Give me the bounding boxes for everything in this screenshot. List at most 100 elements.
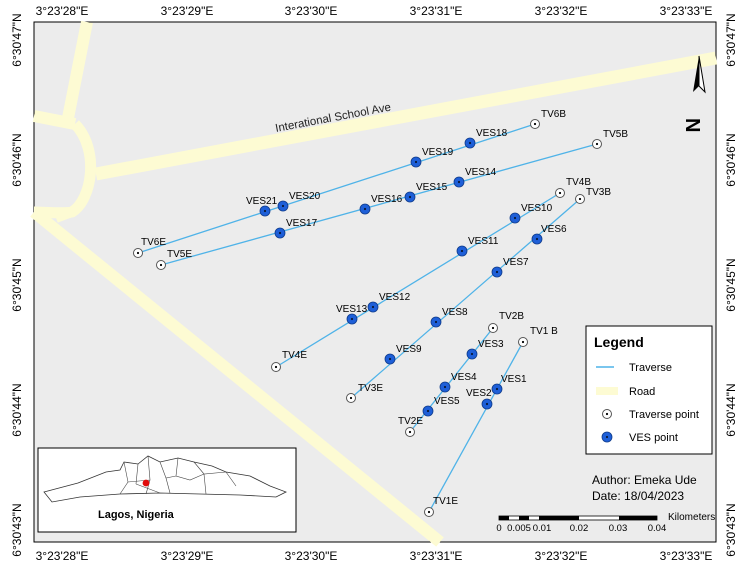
lon-tick: 3°23'31"E <box>410 549 463 563</box>
point-label: TV3E <box>358 383 383 394</box>
ves-point-ves5: VES5 <box>422 396 460 417</box>
ves-point-ves12: VES12 <box>367 292 411 313</box>
point-label: VES4 <box>451 372 477 383</box>
point-label: TV6E <box>141 237 166 248</box>
point-label: TV1E <box>433 496 458 507</box>
lat-tick: 6°30'46"N <box>724 133 738 186</box>
point-label: TV5E <box>167 249 192 260</box>
lon-tick: 3°23'32"E <box>535 549 588 563</box>
point-label: VES19 <box>422 147 454 158</box>
road-diagonal <box>30 207 444 547</box>
ves-point-ves9: VES9 <box>384 344 422 365</box>
point-label: VES8 <box>442 307 468 318</box>
ves-point-ves19: VES19 <box>410 147 454 168</box>
scale-tick: 0.02 <box>570 523 589 534</box>
point-label: VES13 <box>336 304 368 315</box>
lat-ticks-right: 6°30'47"N 6°30'46"N 6°30'45"N 6°30'44"N … <box>724 13 738 556</box>
legend-traverse-point-dot <box>605 412 609 416</box>
scale-unit: Kilometers <box>668 512 715 523</box>
ves-point-ves10: VES10 <box>509 203 553 224</box>
legend-title: Legend <box>594 334 644 350</box>
traverse-point-tv3b: TV3B <box>575 187 611 204</box>
ves-point-ves11: VES11 <box>456 236 499 257</box>
point-label: TV1 B <box>530 326 558 337</box>
legend-road-label: Road <box>629 386 655 398</box>
ves-point-ves17: VES17 <box>274 218 318 239</box>
point-label: VES21 <box>246 196 278 207</box>
lon-tick: 3°23'31"E <box>410 4 463 18</box>
scale-tick: 0.01 <box>533 523 552 534</box>
inset-study-area-marker <box>142 479 150 487</box>
lon-ticks-top: 3°23'28"E 3°23'29"E 3°23'30"E 3°23'31"E … <box>36 4 713 18</box>
lon-tick: 3°23'32"E <box>535 4 588 18</box>
inset-map: Lagos, Nigeria <box>37 447 297 533</box>
ves-point-ves2: VES2 <box>466 388 493 410</box>
ves-point-ves1: VES1 <box>491 374 527 395</box>
road-network <box>30 20 718 547</box>
lat-tick: 6°30'47"N <box>724 13 738 66</box>
point-label: TV6B <box>541 109 566 120</box>
traverse-line-tv5 <box>160 143 598 266</box>
ves-point-ves6: VES6 <box>531 224 567 245</box>
traverse-line-tv1 <box>428 341 524 513</box>
scale-tick: 0 <box>496 523 501 534</box>
traverse-point-tv3e: TV3E <box>346 383 383 403</box>
lon-tick: 3°23'29"E <box>161 549 214 563</box>
point-label: VES7 <box>503 257 529 268</box>
ves-point-ves8: VES8 <box>430 307 468 328</box>
point-label: VES1 <box>501 374 527 385</box>
lat-tick: 6°30'44"N <box>10 383 24 436</box>
point-label: VES11 <box>468 236 499 247</box>
lon-tick: 3°23'33"E <box>660 4 713 18</box>
road-loop <box>33 120 97 219</box>
road-junction <box>54 207 74 223</box>
point-label: VES15 <box>416 182 448 193</box>
point-label: VES5 <box>434 396 460 407</box>
ves-point-ves16: VES16 <box>359 194 403 215</box>
lat-tick: 6°30'45"N <box>10 258 24 311</box>
point-label: VES17 <box>286 218 318 229</box>
point-label: TV3B <box>586 187 611 198</box>
scale-bar: Kilometers 0 0.005 0.01 0.02 0.03 0.04 <box>496 512 715 534</box>
traverse-point-tv1e: TV1E <box>424 496 458 517</box>
lat-ticks-left: 6°30'47"N 6°30'46"N 6°30'45"N 6°30'44"N … <box>10 13 24 556</box>
road-international-school-ave <box>94 51 718 181</box>
lon-tick: 3°23'30"E <box>285 4 338 18</box>
point-label: TV4E <box>282 350 307 361</box>
lon-tick: 3°23'30"E <box>285 549 338 563</box>
legend-traverse-point-label: Traverse point <box>629 409 699 421</box>
scale-tick: 0.03 <box>609 523 628 534</box>
lat-tick: 6°30'44"N <box>724 383 738 436</box>
ves-point-ves15: VES15 <box>404 182 448 203</box>
ves-point-ves18: VES18 <box>464 128 508 149</box>
ves-point-ves21: VES21 <box>246 196 278 217</box>
point-label: VES10 <box>521 203 553 214</box>
legend-ves-point-label: VES point <box>629 432 678 444</box>
point-label: VES14 <box>465 167 497 178</box>
point-label: VES6 <box>541 224 567 235</box>
lon-ticks-bottom: 3°23'28"E 3°23'29"E 3°23'30"E 3°23'31"E … <box>36 549 713 563</box>
traverse-point-tv5b: TV5B <box>592 129 628 149</box>
date-credit: Date: 18/04/2023 <box>592 489 684 503</box>
ves-point-ves4: VES4 <box>439 372 477 393</box>
traverse-point-tv1b: TV1 B <box>518 326 558 347</box>
ves-point-ves7: VES7 <box>491 257 529 278</box>
point-label: VES9 <box>396 344 422 355</box>
road-west <box>32 110 77 130</box>
legend-ves-point-dot <box>605 435 609 439</box>
legend-road-swatch <box>596 387 618 395</box>
lon-tick: 3°23'29"E <box>161 4 214 18</box>
lat-tick: 6°30'43"N <box>10 503 24 556</box>
point-label: TV2E <box>398 416 423 427</box>
traverse-point-tv2b: TV2B <box>488 311 524 333</box>
traverse-point-tv6b: TV6B <box>530 109 566 129</box>
ves-point-ves13: VES13 <box>336 304 368 325</box>
traverse-point-tv4b: TV4B <box>555 177 591 198</box>
lat-tick: 6°30'47"N <box>10 13 24 66</box>
traverse-point-tv6e: TV6E <box>133 237 166 258</box>
point-label: VES20 <box>289 191 321 202</box>
lat-tick: 6°30'43"N <box>724 503 738 556</box>
road-north <box>62 20 93 120</box>
point-label: VES16 <box>371 194 403 205</box>
